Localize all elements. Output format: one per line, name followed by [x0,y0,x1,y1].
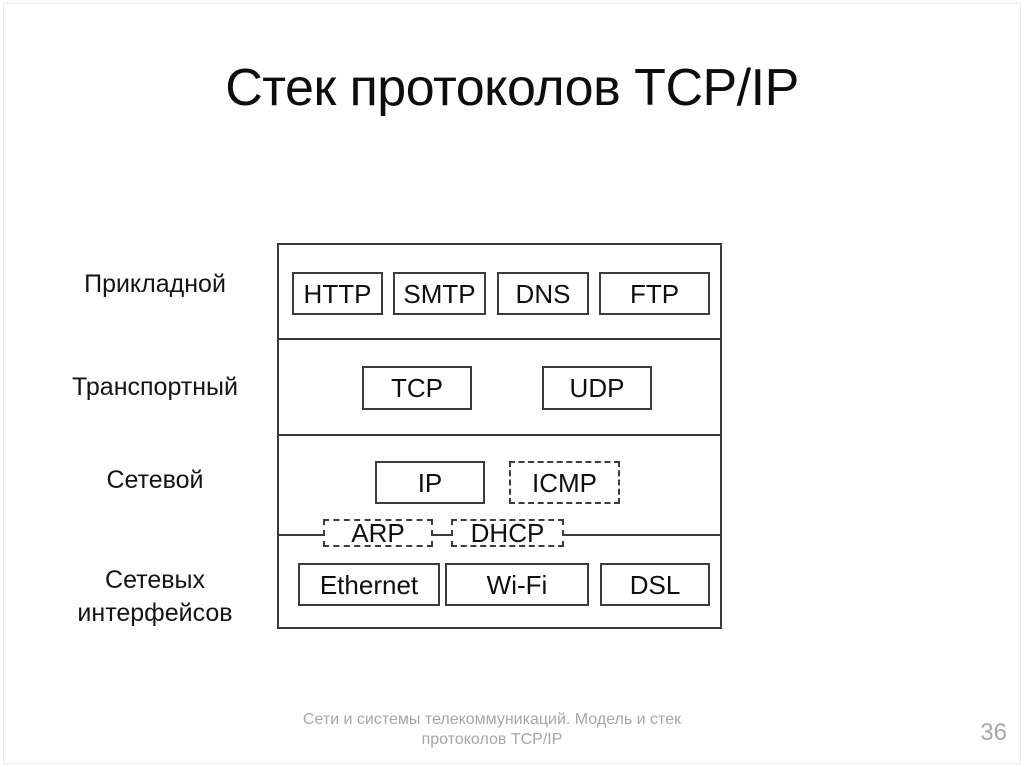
protocol-box-wifi: Wi-Fi [445,563,589,606]
layer-label-network-interface: Сетевых интерфейсов [77,566,233,627]
protocol-box-ftp: FTP [599,272,710,315]
layer-divider-2 [279,434,720,436]
protocol-box-dhcp: DHCP [451,519,564,547]
protocol-box-arp: ARP [323,519,433,547]
layer-label-application: Прикладной [84,270,226,298]
layer-divider-1 [279,338,720,340]
slide-page-number: 36 [980,719,1007,746]
page-title: Стек протоколов TCP/IP [225,59,799,117]
protocol-box-smtp: SMTP [393,272,486,315]
protocol-stack-diagram: HTTP SMTP DNS FTP TCP UDP IP ICMP ARP DH… [277,243,722,629]
layer-label-transport: Транспортный [72,373,238,401]
protocol-box-icmp: ICMP [509,461,620,504]
protocol-box-tcp: TCP [362,366,472,410]
protocol-box-http: HTTP [292,272,383,315]
protocol-box-udp: UDP [542,366,652,410]
slide-footer-text: Сети и системы телекоммуникаций. Модель … [302,711,682,748]
protocol-box-dsl: DSL [600,563,710,606]
layer-label-network: Сетевой [106,466,204,494]
protocol-box-ip: IP [375,461,485,504]
protocol-box-ethernet: Ethernet [298,563,440,606]
protocol-box-dns: DNS [497,272,589,315]
